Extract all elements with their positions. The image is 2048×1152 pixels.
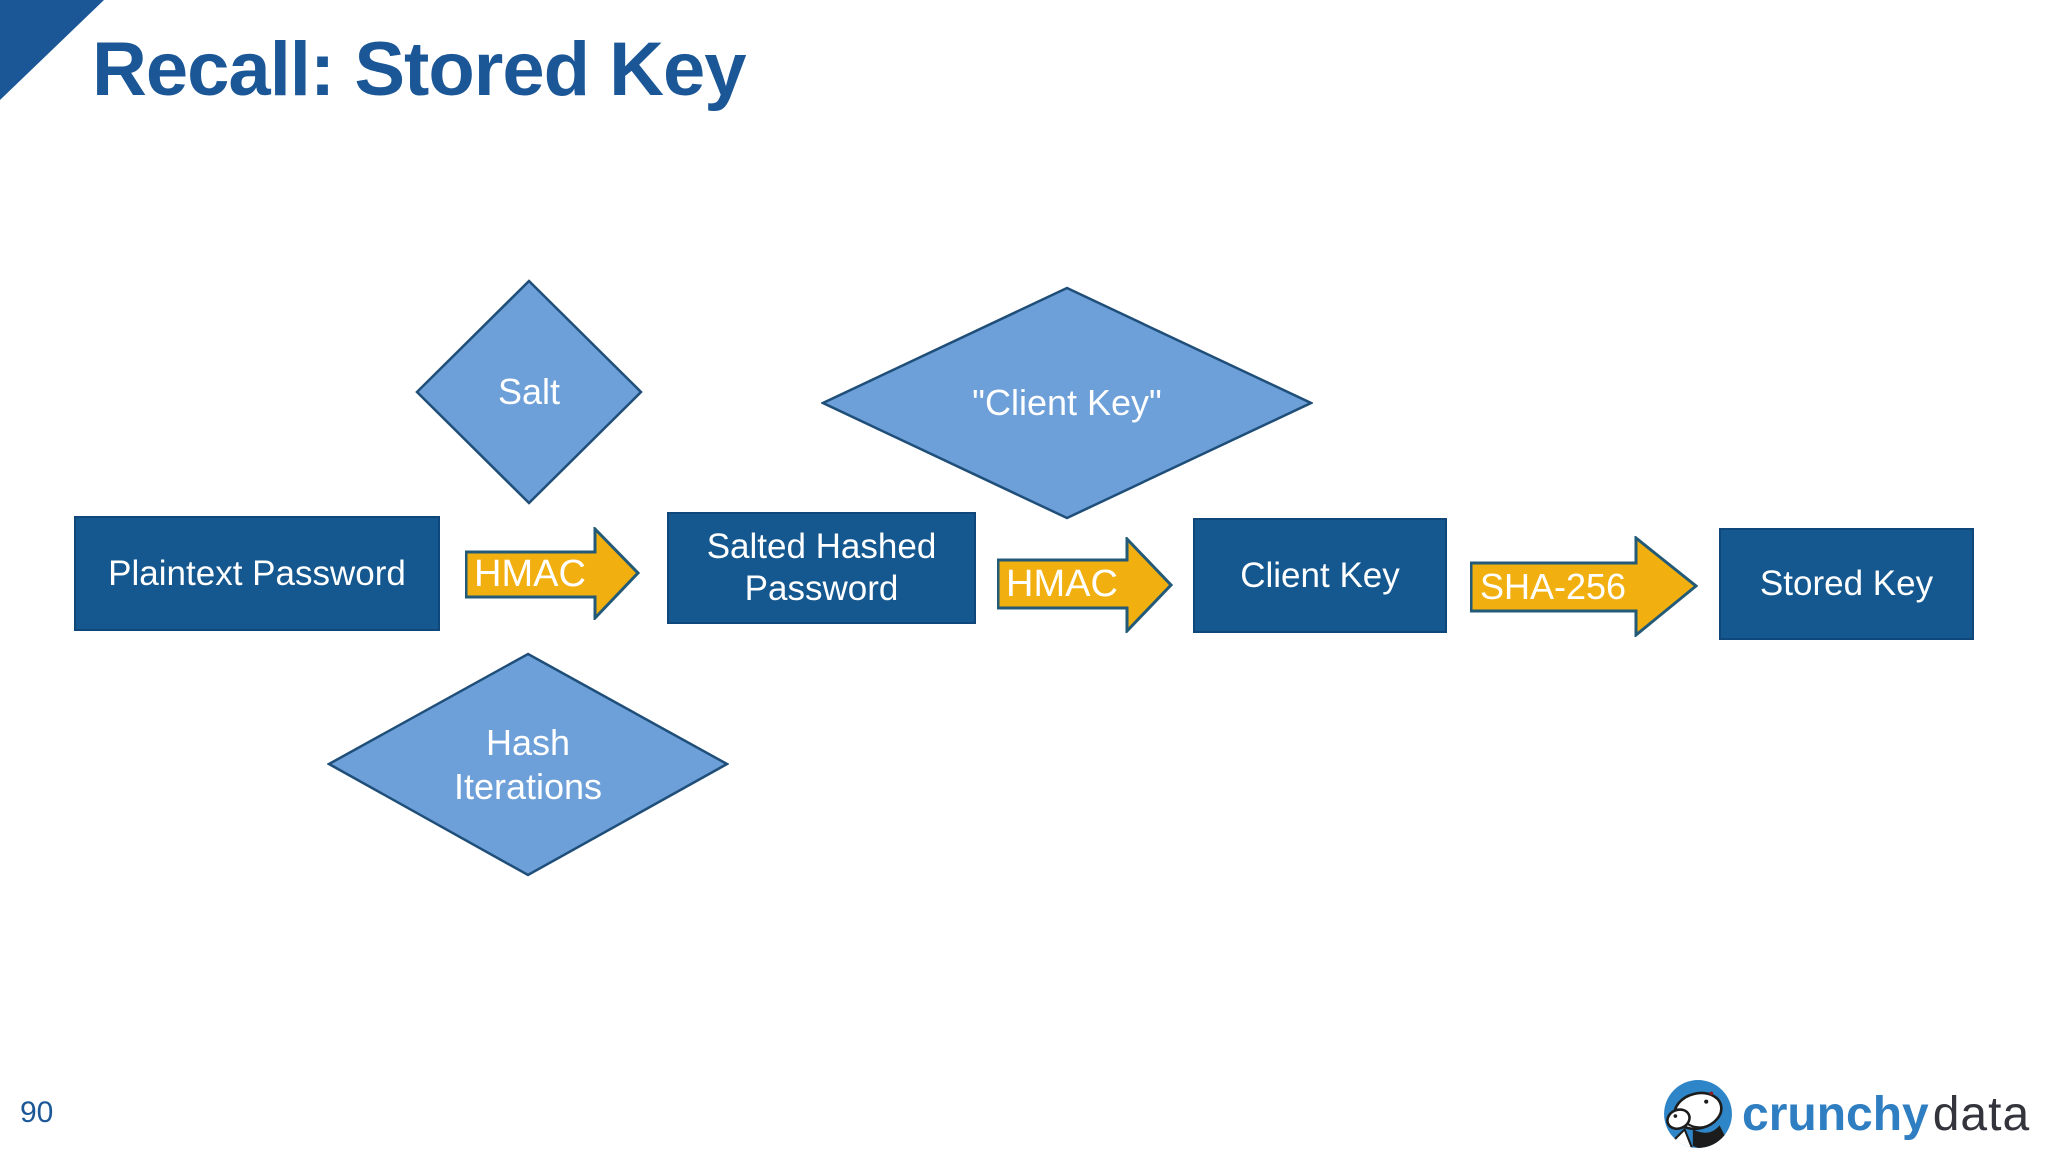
logo-wordmark: crunchydata	[1742, 1087, 2030, 1142]
logo-brand-secondary: data	[1932, 1087, 2031, 1141]
page-number: 90	[20, 1096, 54, 1129]
flow-box-stored-key: Stored Key	[1719, 528, 1974, 640]
flow-box-label: Client Key	[1240, 555, 1400, 595]
arrow-sha-256-label: SHA-256	[1479, 566, 1627, 607]
flow-box-salted-hashed-password: Salted Hashed Password	[667, 512, 976, 624]
flow-box-plaintext-password: Plaintext Password	[74, 516, 440, 631]
logo-brand-primary: crunchy	[1742, 1087, 1929, 1141]
arrow-sha-256: SHA-256	[1470, 536, 1698, 637]
right-arrow-icon	[997, 537, 1173, 633]
diamond-salt: Salt	[415, 279, 643, 505]
slide-title: Recall: Stored Key	[92, 27, 747, 112]
diamond-shape	[821, 286, 1313, 520]
diamond-salt-label: Salt	[497, 371, 561, 413]
arrow-hmac-2: HMAC	[997, 537, 1173, 633]
corner-accent-triangle	[0, 0, 104, 100]
arrow-hmac-1-label: HMAC	[474, 553, 586, 595]
diamond-shape	[327, 652, 729, 877]
arrow-hmac-1: HMAC	[465, 527, 640, 620]
diamond-client-key-label: "Client Key"	[972, 382, 1162, 424]
right-arrow-icon	[465, 527, 640, 620]
flow-box-label: Stored Key	[1759, 564, 1934, 603]
flow-box-label: Plaintext Password	[108, 553, 406, 593]
diamond-shape	[415, 279, 643, 505]
diamond-client-key: "Client Key"	[821, 286, 1313, 520]
diamond-hash-iterations: Hash Iterations	[327, 652, 729, 877]
crunchy-hippo-logo-icon	[1664, 1080, 1732, 1148]
flow-box-label: Salted Hashed Password	[706, 527, 937, 608]
diamond-hash-iterations-label: Hash Iterations	[453, 722, 603, 807]
crunchy-data-logo: crunchydata	[1662, 1078, 2030, 1150]
flow-box-client-key: Client Key	[1193, 518, 1447, 633]
right-arrow-icon	[1470, 536, 1698, 637]
arrow-hmac-2-label: HMAC	[1006, 562, 1118, 605]
